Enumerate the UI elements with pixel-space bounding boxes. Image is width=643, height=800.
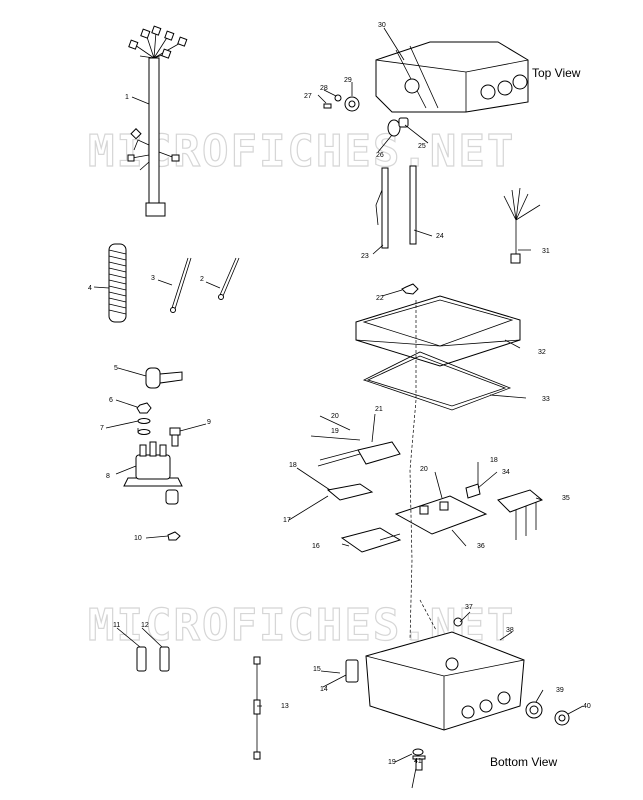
callout-1: 1 [125, 94, 129, 101]
callout-39: 39 [556, 687, 564, 694]
callout-41: 41 [414, 758, 422, 765]
callout-8: 8 [106, 473, 110, 480]
callout-7: 7 [100, 425, 104, 432]
callout-5: 5 [114, 365, 118, 372]
callout-19: 19 [331, 428, 339, 435]
callout-21: 21 [375, 406, 383, 413]
part-10-nut [167, 531, 181, 541]
part-30-top-housing [375, 41, 529, 113]
callout-16: 16 [312, 543, 320, 550]
callout-10: 10 [134, 535, 142, 542]
part-26-bulb [387, 119, 401, 137]
callout-13: 13 [281, 703, 289, 710]
part-29-gland [344, 96, 360, 112]
callout-25: 25 [418, 143, 426, 150]
part-38-bottom-housing [365, 631, 525, 731]
part-6-nut [136, 402, 152, 414]
part-28-washer [334, 94, 342, 102]
part-39-grommet [525, 701, 543, 719]
callout-6: 6 [109, 397, 113, 404]
part-40-cap [554, 710, 570, 726]
callout-15: 15 [313, 666, 321, 673]
callout-27: 27 [304, 93, 312, 100]
part-25-socket [398, 117, 409, 128]
part-22-nut [401, 283, 419, 295]
part-4-spiral-wrap [108, 243, 127, 323]
callout-38: 38 [506, 627, 514, 634]
callout-14: 14 [320, 686, 328, 693]
part-37-boot [453, 617, 463, 627]
callout-18-right: 18 [490, 457, 498, 464]
callout-19-bottom: 19 [388, 759, 396, 766]
part-23-rod [375, 167, 389, 249]
callout-35: 35 [562, 495, 570, 502]
callout-32: 32 [538, 349, 546, 356]
part-33-gasket [362, 351, 512, 411]
part-19-washer-bottom [412, 748, 424, 756]
callout-40: 40 [583, 703, 591, 710]
callout-11: 11 [113, 622, 120, 629]
callout-33: 33 [542, 396, 550, 403]
part-16-module [340, 527, 402, 553]
part-21-module [317, 441, 401, 467]
part-24-rod [409, 165, 417, 245]
part-7-washers [137, 418, 151, 435]
part-2-3-straps [170, 257, 240, 313]
callout-numbers: 1 2 3 4 5 6 7 8 9 10 11 12 13 14 15 16 1… [88, 22, 591, 766]
top-view-label: Top View [532, 66, 581, 80]
callout-12: 12 [141, 622, 149, 629]
part-13-wire-lead [253, 656, 261, 760]
part-9-bolt [169, 427, 181, 447]
callout-4: 4 [88, 285, 92, 292]
part-12-fuse [159, 646, 170, 672]
part-34-clip [465, 483, 481, 499]
part-8-solenoid [123, 441, 183, 505]
part-32-lid [355, 295, 521, 367]
callout-37: 37 [465, 604, 473, 611]
callout-20: 20 [331, 413, 339, 420]
part-1-wiring-harness [127, 25, 188, 217]
callout-26: 26 [376, 152, 384, 159]
callout-3: 3 [151, 275, 155, 282]
callout-28: 28 [320, 85, 328, 92]
callout-22: 22 [376, 295, 384, 302]
callout-2: 2 [200, 276, 204, 283]
callout-30: 30 [378, 22, 386, 29]
part-31-pigtail [503, 187, 541, 264]
callout-9: 9 [207, 419, 211, 426]
callout-23: 23 [361, 253, 369, 260]
callout-36: 36 [477, 543, 485, 550]
callout-24: 24 [436, 233, 444, 240]
part-35-terminal-block [497, 489, 543, 540]
callout-31: 31 [542, 248, 550, 255]
callout-18-left: 18 [289, 462, 297, 469]
callout-34: 34 [502, 469, 510, 476]
part-14-clip [345, 659, 359, 683]
part-5-cable-end [145, 367, 183, 389]
part-11-fuse [136, 646, 147, 672]
callout-29: 29 [344, 77, 352, 84]
part-36-circuit-board [394, 495, 488, 535]
callout-20-right: 20 [420, 466, 428, 473]
part-41-screw [412, 755, 426, 771]
bottom-view-label: Bottom View [490, 755, 557, 769]
part-17-bracket [326, 483, 374, 501]
part-27-screw [323, 103, 332, 109]
callout-17: 17 [283, 517, 291, 524]
